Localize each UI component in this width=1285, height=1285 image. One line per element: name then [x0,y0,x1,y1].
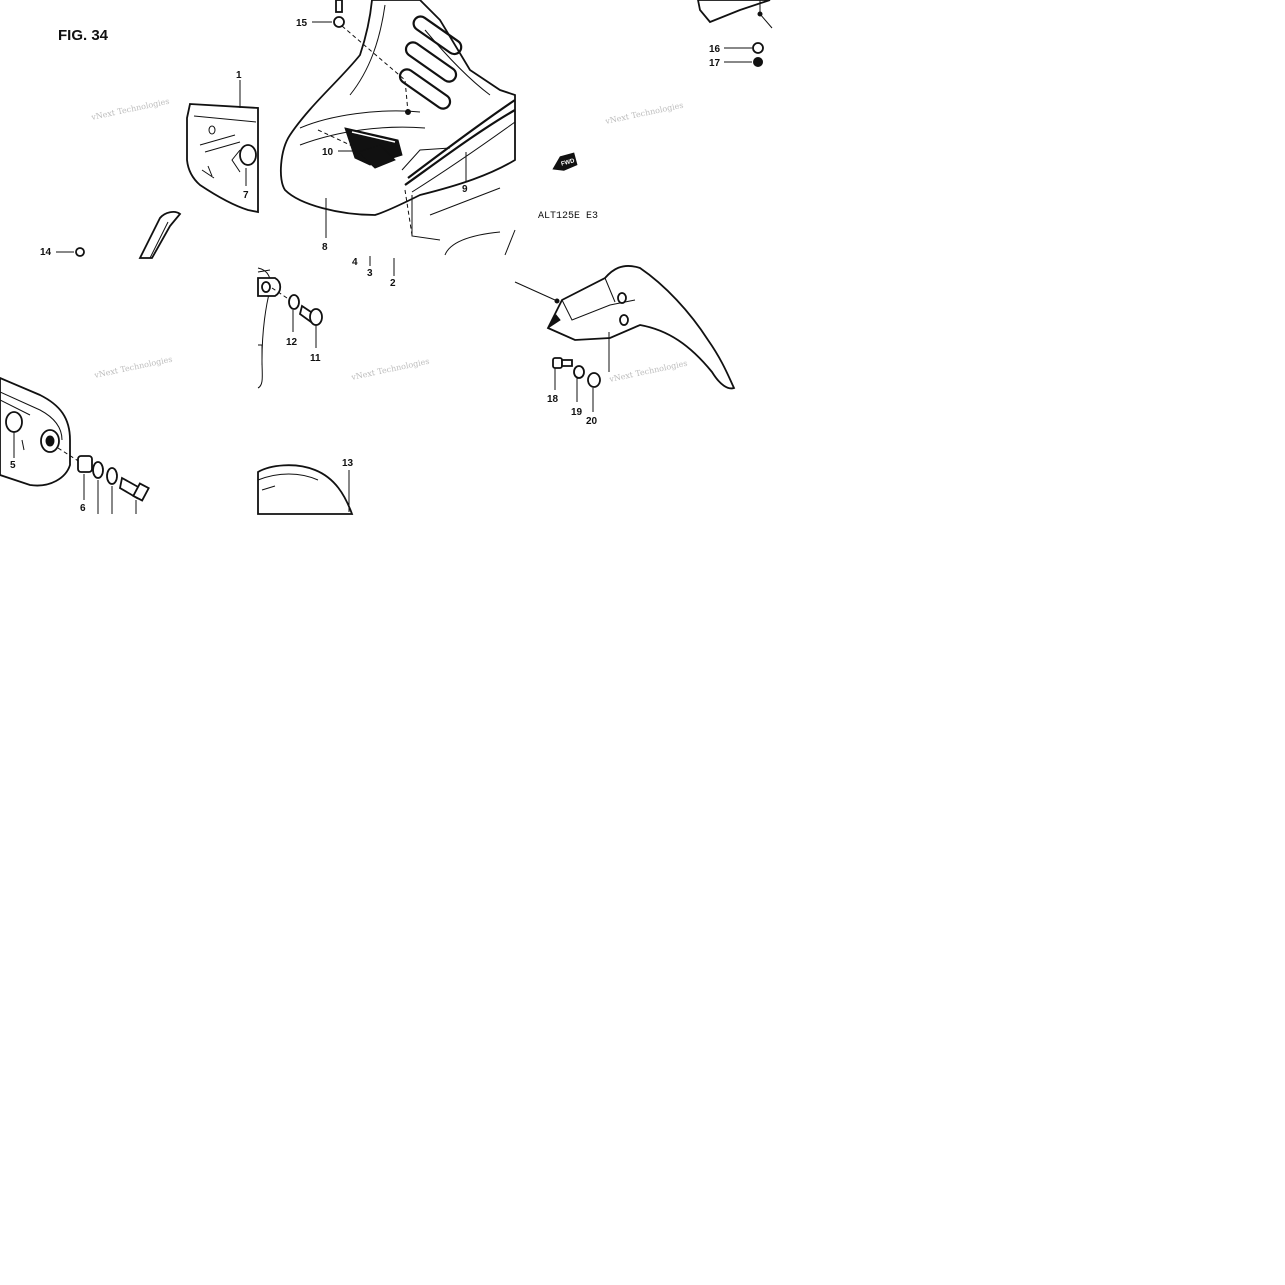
nut-icon [753,57,763,67]
callout-16: 16 [709,44,721,55]
callout-6: 6 [80,503,86,514]
nut-icon [587,372,601,388]
svg-text:FWD: FWD [561,158,576,168]
collar-icon [77,455,93,473]
side-panel-part [257,267,282,389]
callout-4: 4 [352,257,358,268]
watermark: vNext Technologies [604,101,685,127]
watermark: vNext Technologies [93,355,174,381]
front-cover-part [186,103,259,214]
callout-13: 13 [342,458,354,469]
callout-9: 9 [462,184,468,195]
callout-1: 1 [236,70,242,81]
emblem-part [344,127,403,169]
washer-icon [752,42,764,54]
callout-5: 5 [10,460,16,471]
callout-17: 17 [709,58,721,69]
callout-2: 2 [390,278,396,289]
watermark: vNext Technologies [90,97,171,123]
callout-3: 3 [367,268,373,279]
fastener-icon [405,109,411,115]
fender-body-part [279,0,516,256]
watermark: vNext Technologies [350,357,431,383]
strut-part [138,211,182,259]
bolt-icon [118,476,150,502]
callout-10: 10 [322,147,334,158]
washer-icon [92,461,104,479]
bolt-icon [552,357,573,369]
callout-14: 14 [40,247,52,258]
figure-title: FIG. 34 [58,27,109,44]
callout-11: 11 [310,353,321,364]
washer-icon [106,467,118,485]
watermark: vNext Technologies [608,359,689,385]
callout-18: 18 [547,394,559,405]
callout-15: 15 [296,18,308,29]
screw-icon [298,304,323,326]
callout-12: 12 [286,337,298,348]
callout-20: 20 [586,416,598,427]
mudguard-part [257,464,354,515]
model-code: ALT125E E3 [538,211,598,222]
bracket-part [697,0,773,29]
callout-8: 8 [322,242,328,253]
washer-icon [333,16,345,28]
rear-fender-part [514,265,736,390]
callout-19: 19 [571,407,583,418]
nut-icon [75,247,85,257]
bolt-icon [335,0,343,13]
washer-icon [288,294,300,310]
mount-block-part [0,377,71,487]
fwd-arrow-icon: FWD [552,152,578,171]
callout-7: 7 [243,190,249,201]
washer-icon [573,365,585,379]
